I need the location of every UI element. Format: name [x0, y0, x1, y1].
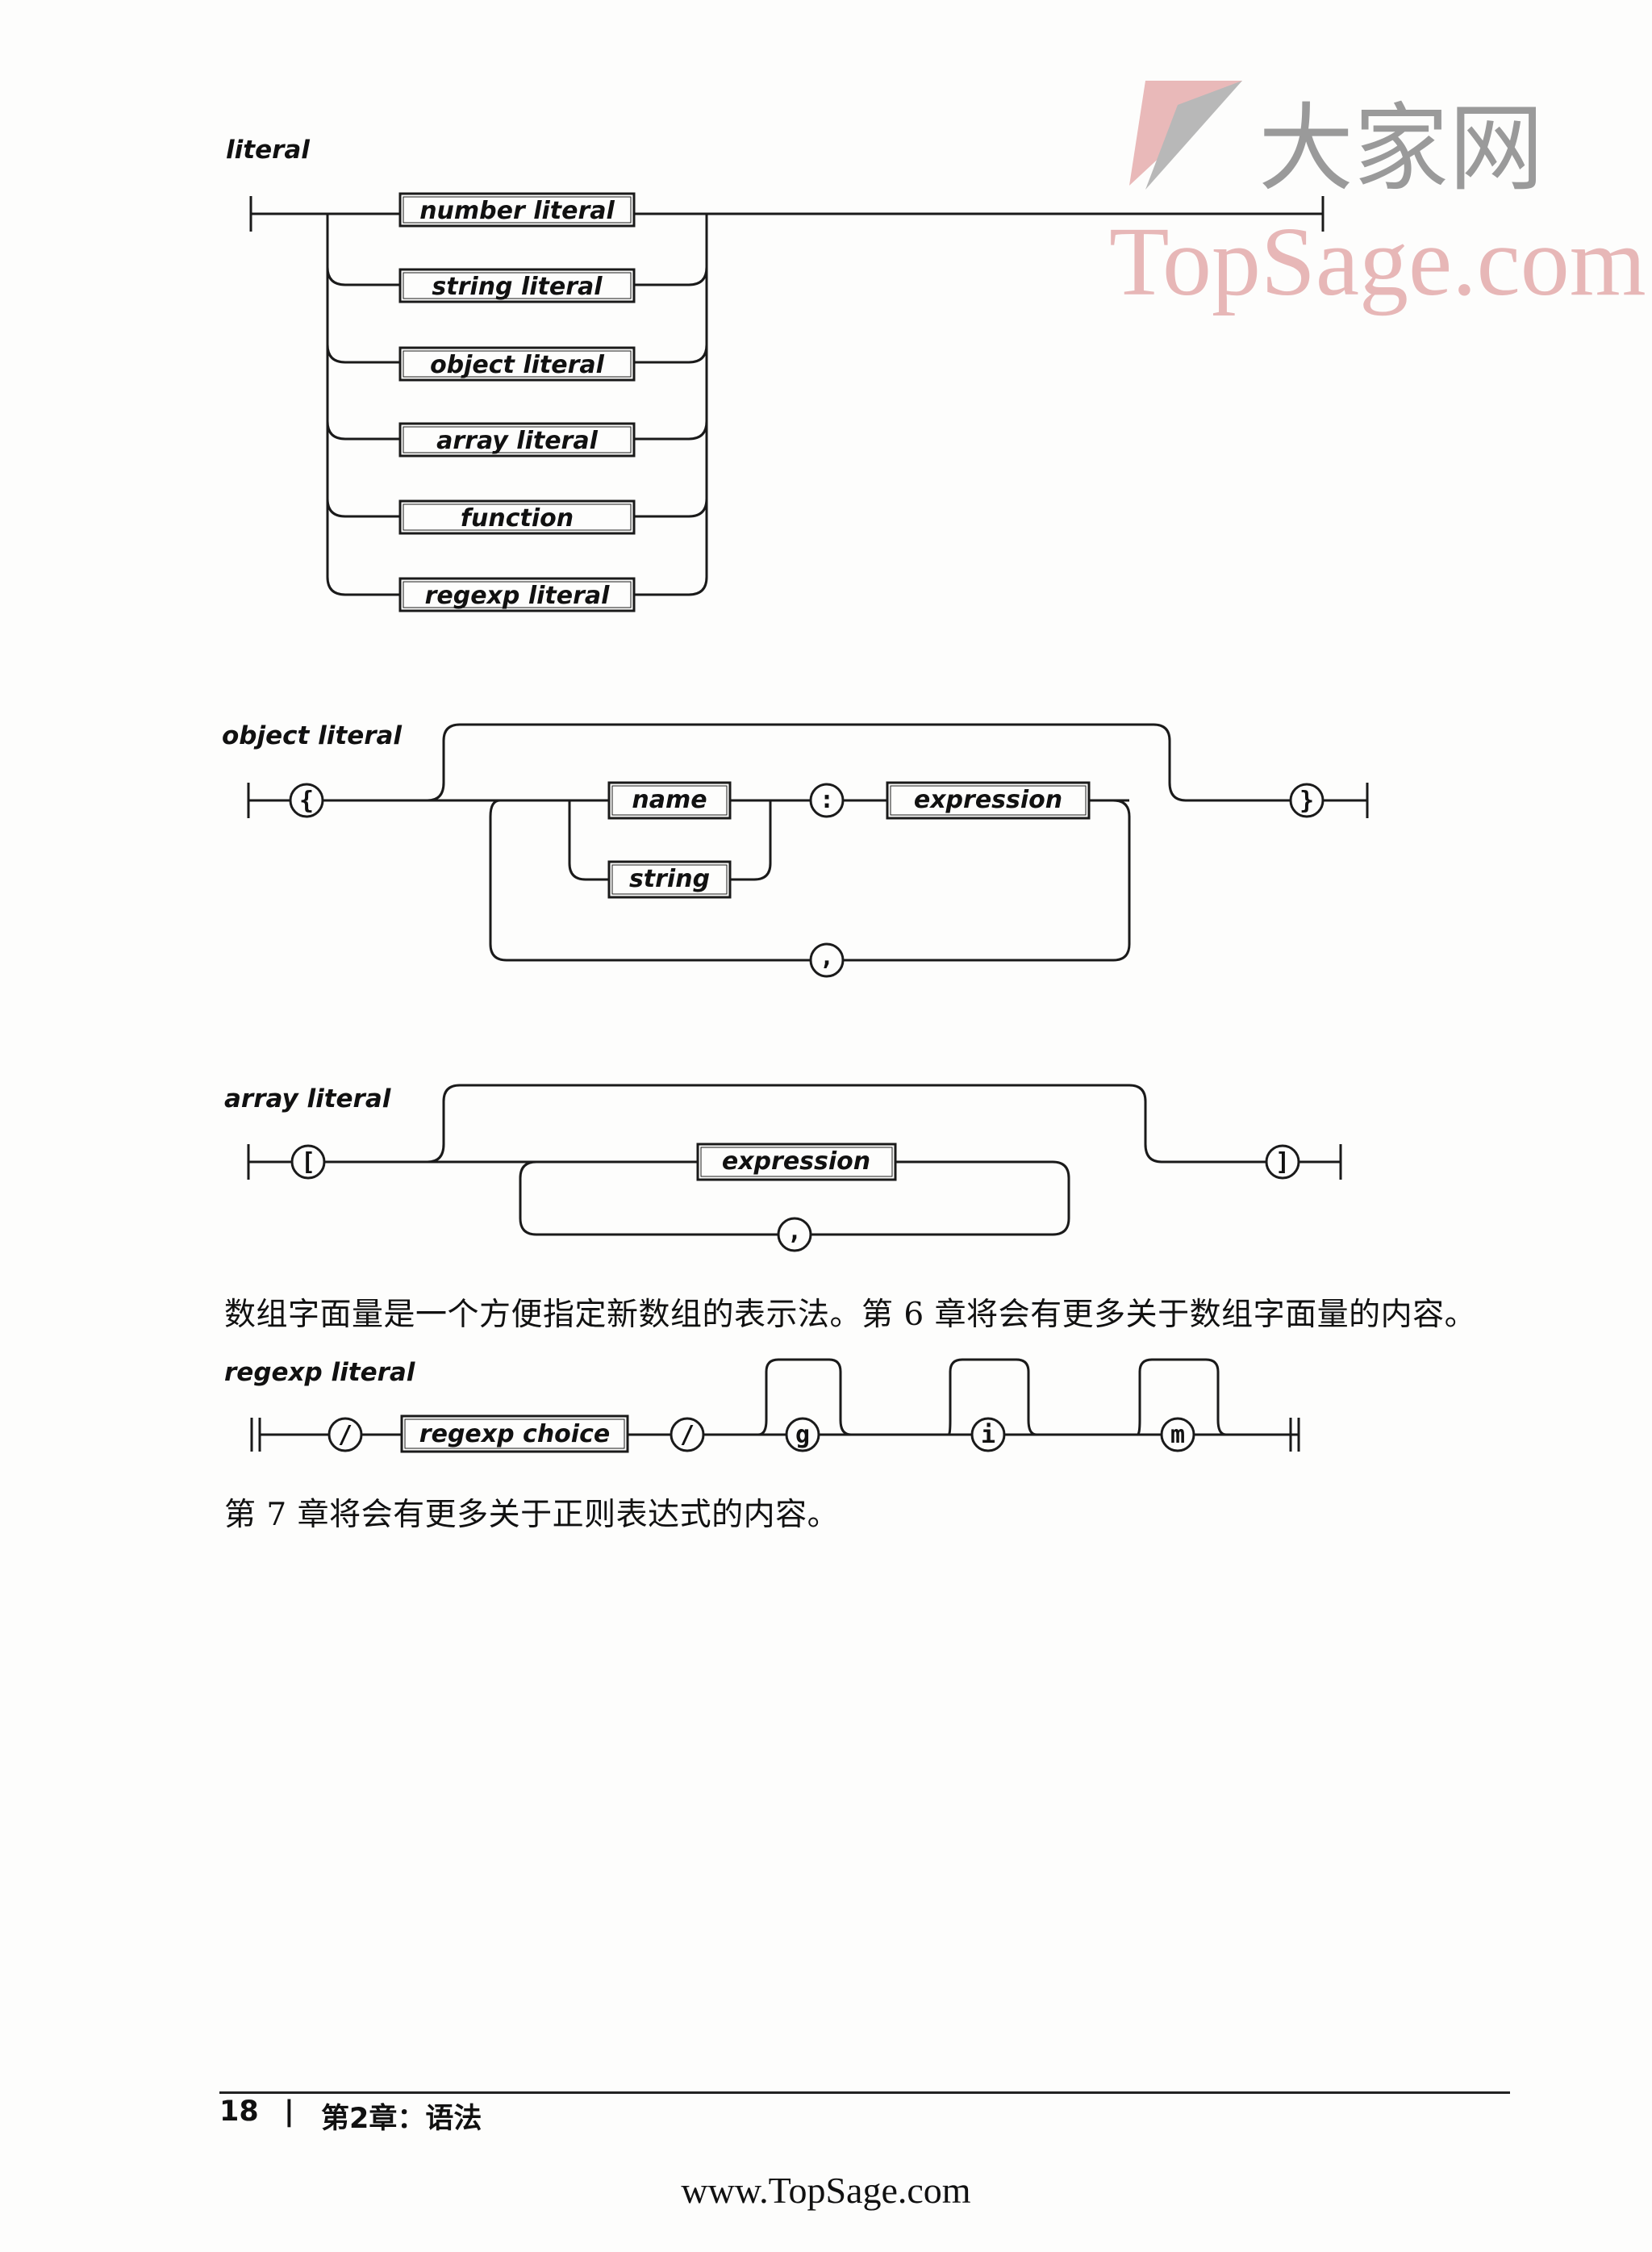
literal-box-function: function — [461, 504, 574, 533]
footer-separator: | — [284, 2095, 294, 2128]
object-comma: , — [820, 943, 834, 971]
regexp-choice-box: regexp choice — [419, 1420, 610, 1448]
regexp-literal-title: regexp literal — [224, 1358, 415, 1387]
footer-rule — [219, 2091, 1510, 2094]
regexp-slash-open: / — [338, 1421, 353, 1449]
array-expression-box: expression — [722, 1147, 870, 1176]
literal-diagram — [249, 192, 1325, 612]
regexp-flag-m: m — [1170, 1421, 1185, 1449]
literal-box-array: array literal — [436, 427, 598, 455]
regexp-literal-paragraph: 第 7 章将会有更多关于正则表达式的内容。 — [224, 1497, 840, 1533]
watermark-logo: 大家网 TopSage.com — [1109, 81, 1646, 316]
literal-box-object: object literal — [430, 351, 605, 379]
object-string-box: string — [629, 865, 710, 893]
array-literal-diagram — [247, 1084, 1342, 1252]
array-comma: , — [787, 1218, 802, 1246]
literal-box-number: number literal — [419, 197, 615, 225]
regexp-flag-g: g — [795, 1421, 810, 1449]
array-literal-paragraph: 数组字面量是一个方便指定新数组的表示法。第 6 章将会有更多关于数组字面量的内容… — [224, 1297, 1477, 1333]
literal-box-string: string literal — [432, 273, 603, 301]
array-literal-title: array literal — [224, 1084, 391, 1113]
object-open-brace: { — [299, 787, 314, 815]
object-literal-title: object literal — [222, 721, 402, 750]
logo-triangle-gray — [1145, 81, 1242, 190]
regexp-literal-diagram — [250, 1358, 1300, 1453]
object-close-brace: } — [1299, 787, 1314, 815]
array-open-bracket: [ — [301, 1148, 315, 1176]
page-number: 18 — [219, 2095, 259, 2128]
watermark-chinese: 大家网 — [1258, 93, 1544, 204]
watermark-english: TopSage.com — [1109, 207, 1646, 316]
array-close-bracket: ] — [1275, 1148, 1290, 1176]
literal-box-regexp: regexp literal — [425, 582, 611, 610]
regexp-slash-close: / — [680, 1421, 695, 1449]
chapter-title: 第2章：语法 — [321, 2103, 482, 2135]
regexp-flag-i: i — [981, 1421, 995, 1449]
object-name-box: name — [632, 786, 707, 814]
object-expression-box: expression — [914, 786, 1062, 814]
literal-title: literal — [226, 136, 310, 165]
object-literal-diagram — [247, 723, 1369, 978]
object-colon: : — [820, 786, 834, 814]
site-url: www.TopSage.com — [681, 2170, 971, 2211]
